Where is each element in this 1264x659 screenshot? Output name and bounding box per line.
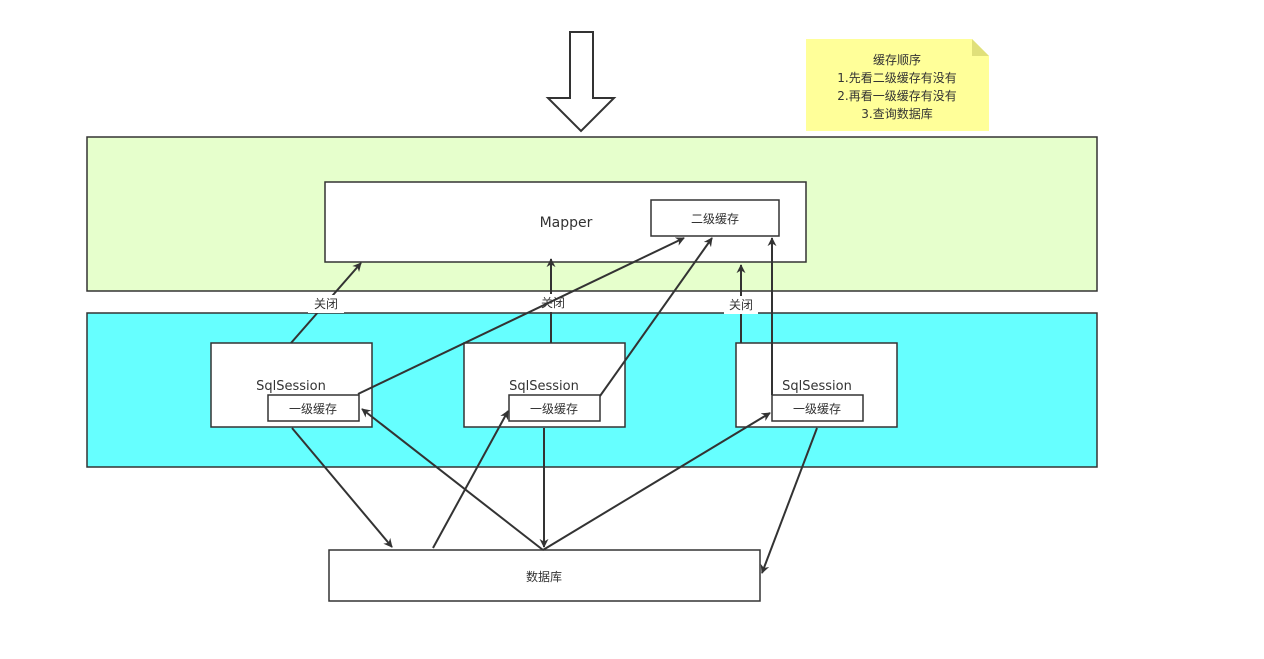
session1-to-database-arrow <box>291 427 393 548</box>
session2-to-second-cache-arrow <box>599 237 713 397</box>
database-to-session3-cache-arrow <box>542 412 771 551</box>
sqlsession-label-2: SqlSession <box>509 379 579 394</box>
entry-down-arrow <box>545 31 617 133</box>
sqlsession-label-1: SqlSession <box>256 379 326 394</box>
session3-to-database-arrow <box>760 427 818 574</box>
first-level-cache-box-1 <box>267 394 360 422</box>
database-to-session2-cache-arrow <box>432 410 509 549</box>
note-line-1: 1.先看二级缓存有没有 <box>837 70 956 85</box>
first-level-cache-label-1: 一级缓存 <box>289 402 337 416</box>
session1-to-second-cache-arrow <box>357 237 685 395</box>
first-level-cache-box-3 <box>771 394 864 422</box>
first-level-cache-box-2 <box>508 394 601 422</box>
database-box <box>328 549 761 602</box>
sqlsession-label-3: SqlSession <box>782 379 852 394</box>
mapper-label: Mapper <box>540 215 593 231</box>
close-label-1: 关闭 <box>314 297 338 311</box>
second-level-cache-box <box>650 199 780 237</box>
close-label-2: 关闭 <box>541 296 565 310</box>
first-level-cache-label-2: 一级缓存 <box>530 402 578 416</box>
note-title: 缓存顺序 <box>873 52 921 67</box>
database-label: 数据库 <box>526 569 562 584</box>
note-line-3: 3.查询数据库 <box>861 106 932 121</box>
note-line-2: 2.再看一级缓存有没有 <box>837 88 956 103</box>
close-label-3: 关闭 <box>729 298 753 312</box>
cache-order-note: 缓存顺序 1.先看二级缓存有没有 2.再看一级缓存有没有 3.查询数据库 <box>806 39 989 131</box>
database-to-session1-cache-arrow <box>361 408 544 551</box>
first-level-cache-label-3: 一级缓存 <box>793 402 841 416</box>
second-level-cache-label: 二级缓存 <box>691 212 739 226</box>
